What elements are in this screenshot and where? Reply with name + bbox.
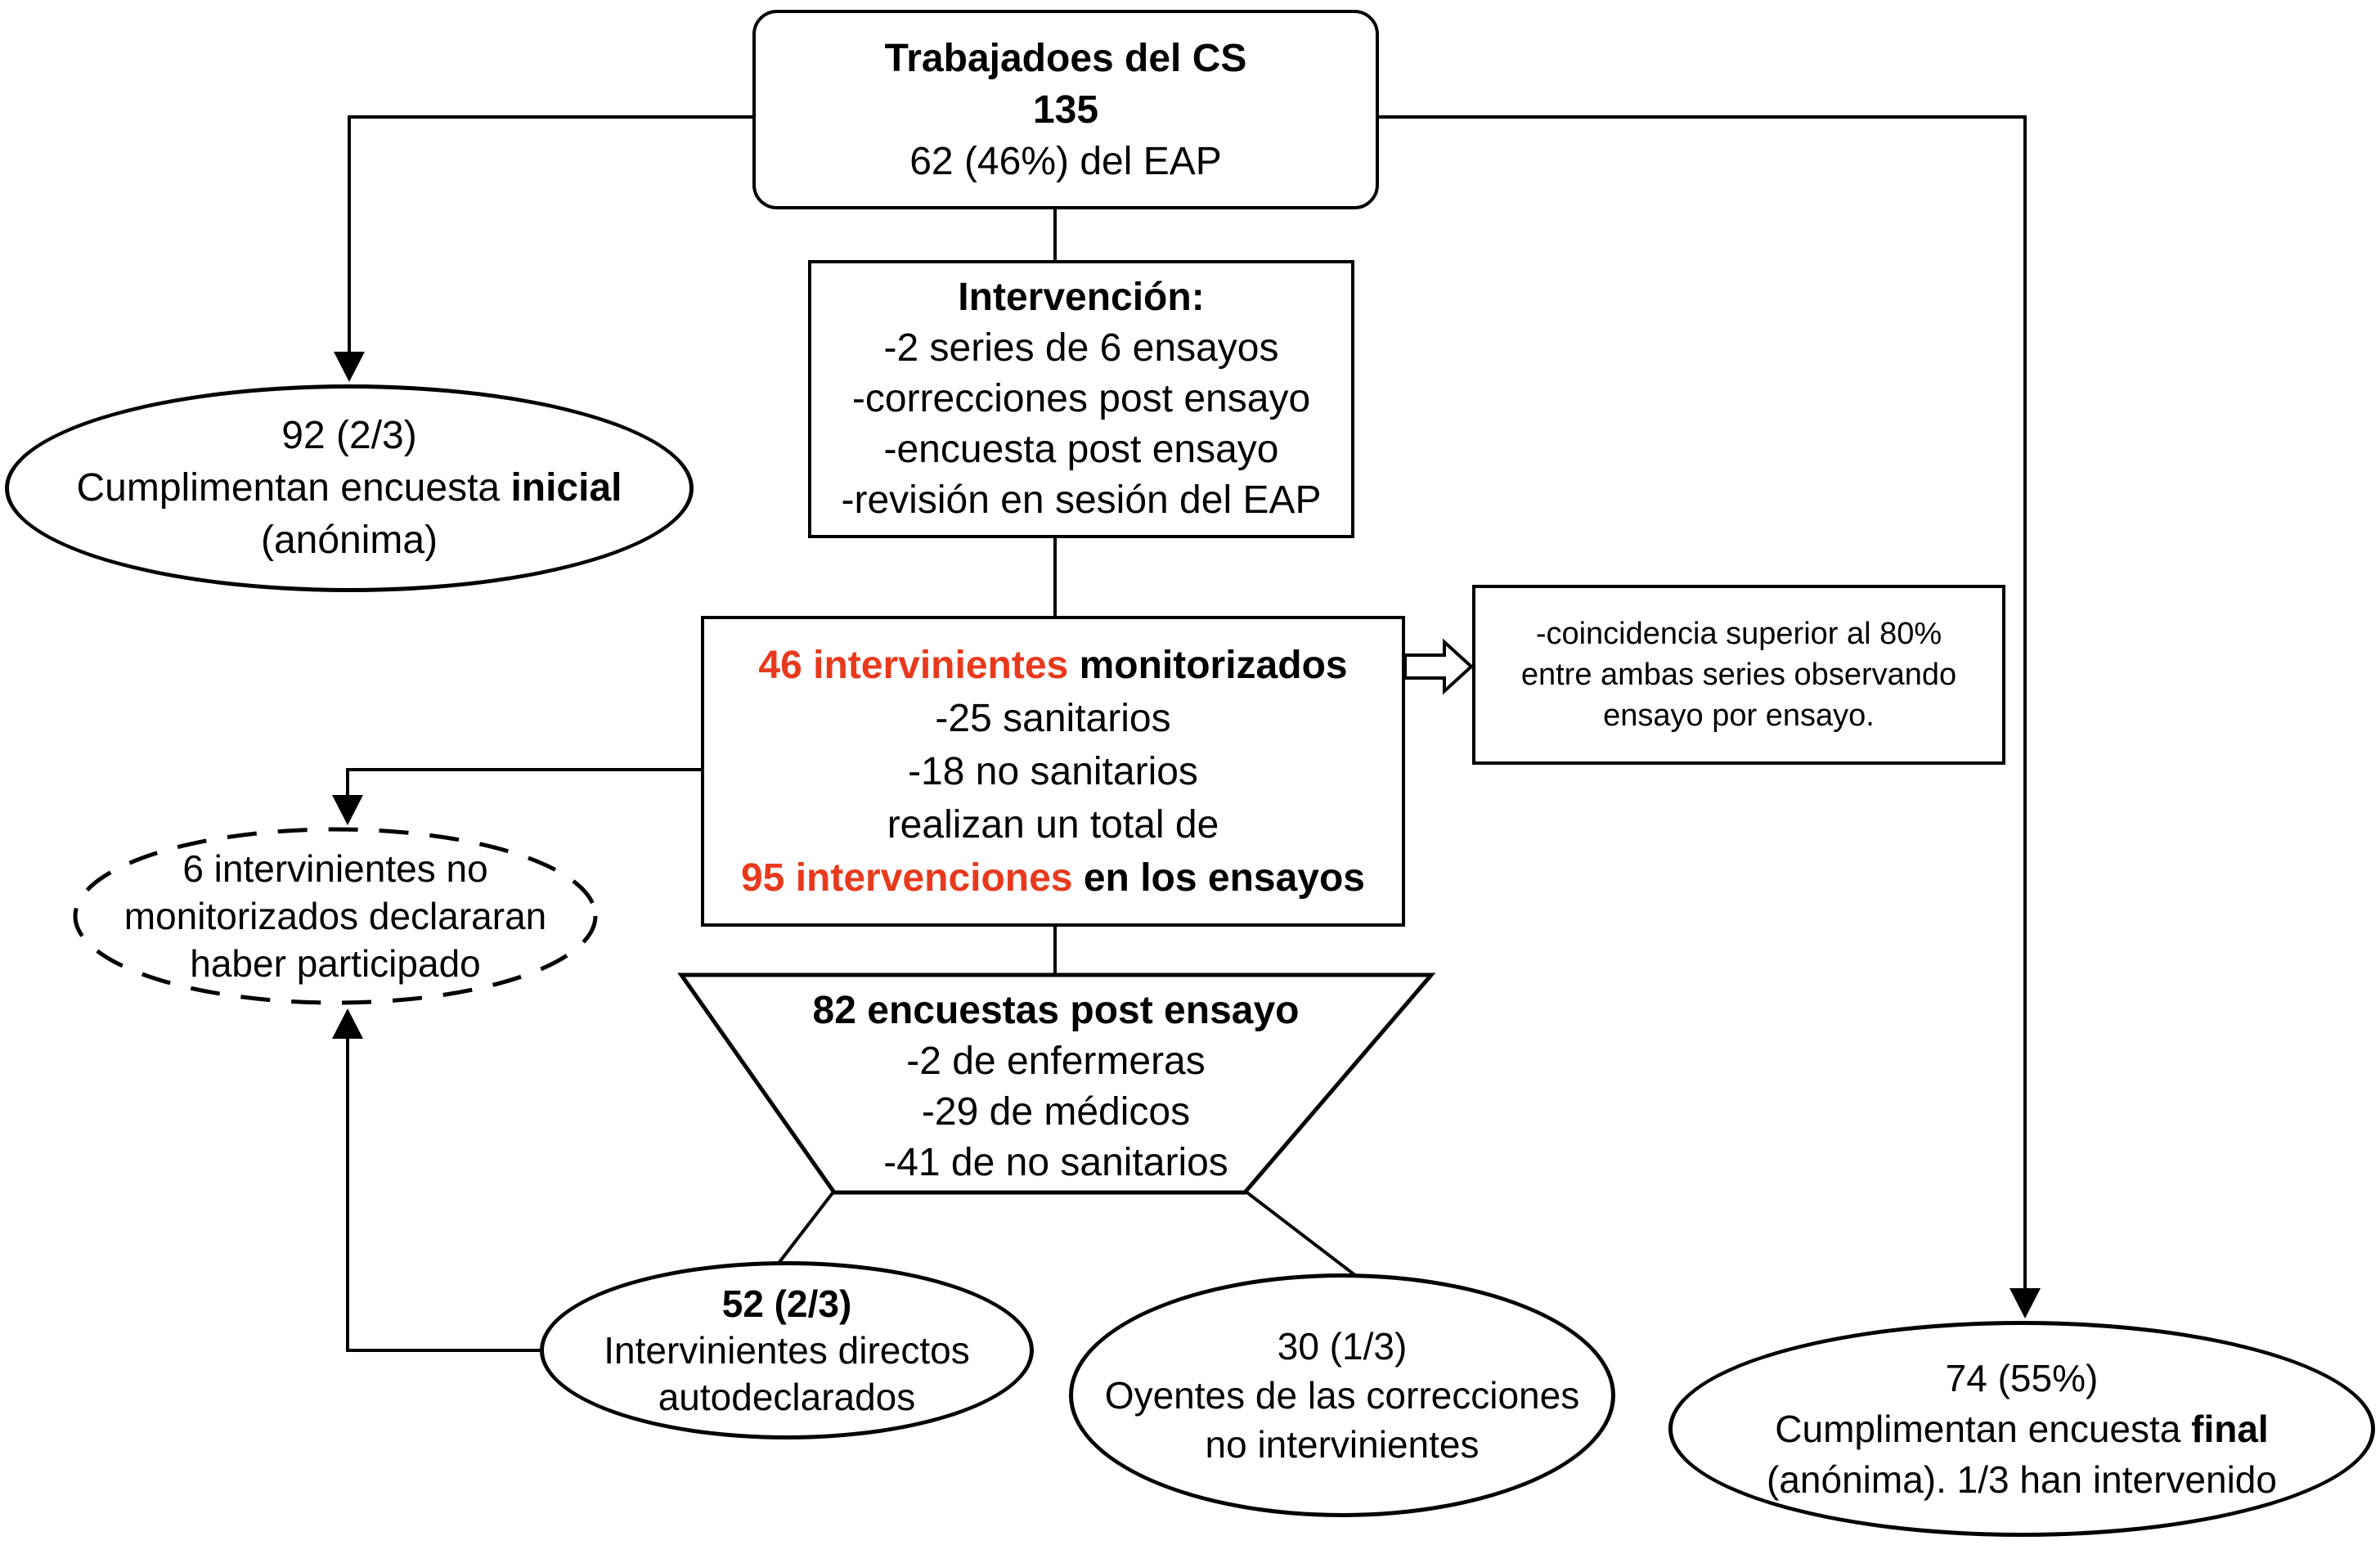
intervention-item: -revisión en sesión del EAP (841, 478, 1322, 522)
node-intervention-box: Intervención: -2 series de 6 ensayos -co… (808, 260, 1354, 538)
workers-subtitle: 62 (46%) del EAP (909, 139, 1222, 183)
post-surveys-item: -2 de enfermeras (906, 1040, 1206, 1083)
not-monitored-line3: haber participado (190, 942, 481, 985)
connector-workers-final-survey (1379, 115, 2027, 1292)
connector-trapezoid-listeners (1243, 1189, 1358, 1278)
intervention-item: -correcciones post ensayo (851, 377, 1311, 420)
post-surveys-item: -29 de médicos (921, 1090, 1191, 1134)
post-surveys-item: -41 de no sanitarios (883, 1141, 1228, 1184)
listeners-line3: no intervinientes (1205, 1423, 1480, 1466)
connector-trapezoid-direct (775, 1189, 836, 1267)
interventions-count-red: 95 intervenciones (740, 856, 1073, 900)
direct-participants-line2: Intervinientes directos (604, 1328, 970, 1372)
node-listeners-ellipse: 30 (1/3) Oyentes de las correcciones no … (1069, 1273, 1615, 1517)
monitored-line1: 46 intervinientes monitorizados (758, 643, 1348, 687)
monitored-line4: realizan un total de (887, 802, 1219, 847)
arrowhead-initial-survey (334, 352, 365, 382)
intervention-item: -encuesta post ensayo (883, 428, 1279, 471)
monitored-line2: -25 sanitarios (935, 696, 1171, 740)
coincidence-line1: -coincidencia superior al 80% (1535, 617, 1942, 651)
monitored-line5: 95 intervenciones en los ensayos (740, 856, 1365, 900)
monitored-line3: -18 no sanitarios (908, 749, 1198, 793)
not-monitored-line2: monitorizados declararan (123, 895, 547, 937)
final-survey-line2: Cumplimentan encuesta final (1775, 1408, 2269, 1450)
intervention-item: -2 series de 6 ensayos (883, 326, 1279, 370)
connector-workers-initial-survey (348, 115, 752, 357)
node-monitored-box: 46 intervinientes monitorizados -25 sani… (701, 616, 1405, 927)
node-post-surveys-trapezoid: 82 encuestas post ensayo -2 de enfermera… (770, 985, 1342, 1189)
node-final-survey-ellipse: 74 (55%) Cumplimentan encuesta final (an… (1668, 1321, 2375, 1537)
post-surveys-title: 82 encuestas post ensayo (812, 989, 1300, 1032)
initial-survey-line2: Cumplimentan encuesta inicial (76, 466, 622, 510)
node-coincidence-box: -coincidencia superior al 80% entre amba… (1472, 585, 2005, 765)
direct-participants-count: 52 (2/3) (721, 1282, 852, 1325)
final-survey-count: 74 (55%) (1945, 1357, 2099, 1399)
connector-direct-not-monitored (346, 1035, 540, 1352)
dashed-ellipse-shape (73, 827, 598, 1005)
listeners-line2: Oyentes de las correcciones (1104, 1374, 1580, 1417)
node-direct-participants-ellipse: 52 (2/3) Intervinientes directos autodec… (540, 1261, 1034, 1439)
connector-monitored-not-monitored (346, 768, 701, 799)
node-workers-box: Trabajadoes del CS 135 62 (46%) del EAP (752, 10, 1379, 209)
open-arrow-monitored-coincidence (1403, 638, 1474, 695)
node-not-monitored-ellipse: 6 intervinientes no monitorizados declar… (74, 828, 597, 1004)
listeners-count: 30 (1/3) (1277, 1325, 1408, 1368)
workers-title: Trabajadoes del CS (884, 36, 1247, 80)
coincidence-line2: entre ambas series observando (1520, 658, 1957, 692)
coincidence-line3: ensayo por ensayo. (1603, 698, 1875, 733)
monitored-count-red: 46 intervinientes (758, 643, 1069, 687)
not-monitored-line1: 6 intervinientes no (182, 847, 488, 890)
initial-survey-line3: (anónima) (260, 519, 438, 562)
node-initial-survey-ellipse: 92 (2/3) Cumplimentan encuesta inicial (… (5, 384, 694, 592)
initial-survey-count: 92 (2/3) (281, 414, 417, 457)
direct-participants-line3: autodeclarados (658, 1375, 916, 1418)
final-survey-line3: (anónima). 1/3 han intervenido (1767, 1458, 2277, 1501)
arrowhead-not-monitored-bottom (332, 1008, 363, 1039)
arrowhead-final-survey (2010, 1288, 2041, 1318)
arrowhead-not-monitored-top (332, 795, 363, 825)
intervention-title: Intervención: (958, 276, 1205, 319)
workers-count: 135 (1032, 88, 1099, 132)
